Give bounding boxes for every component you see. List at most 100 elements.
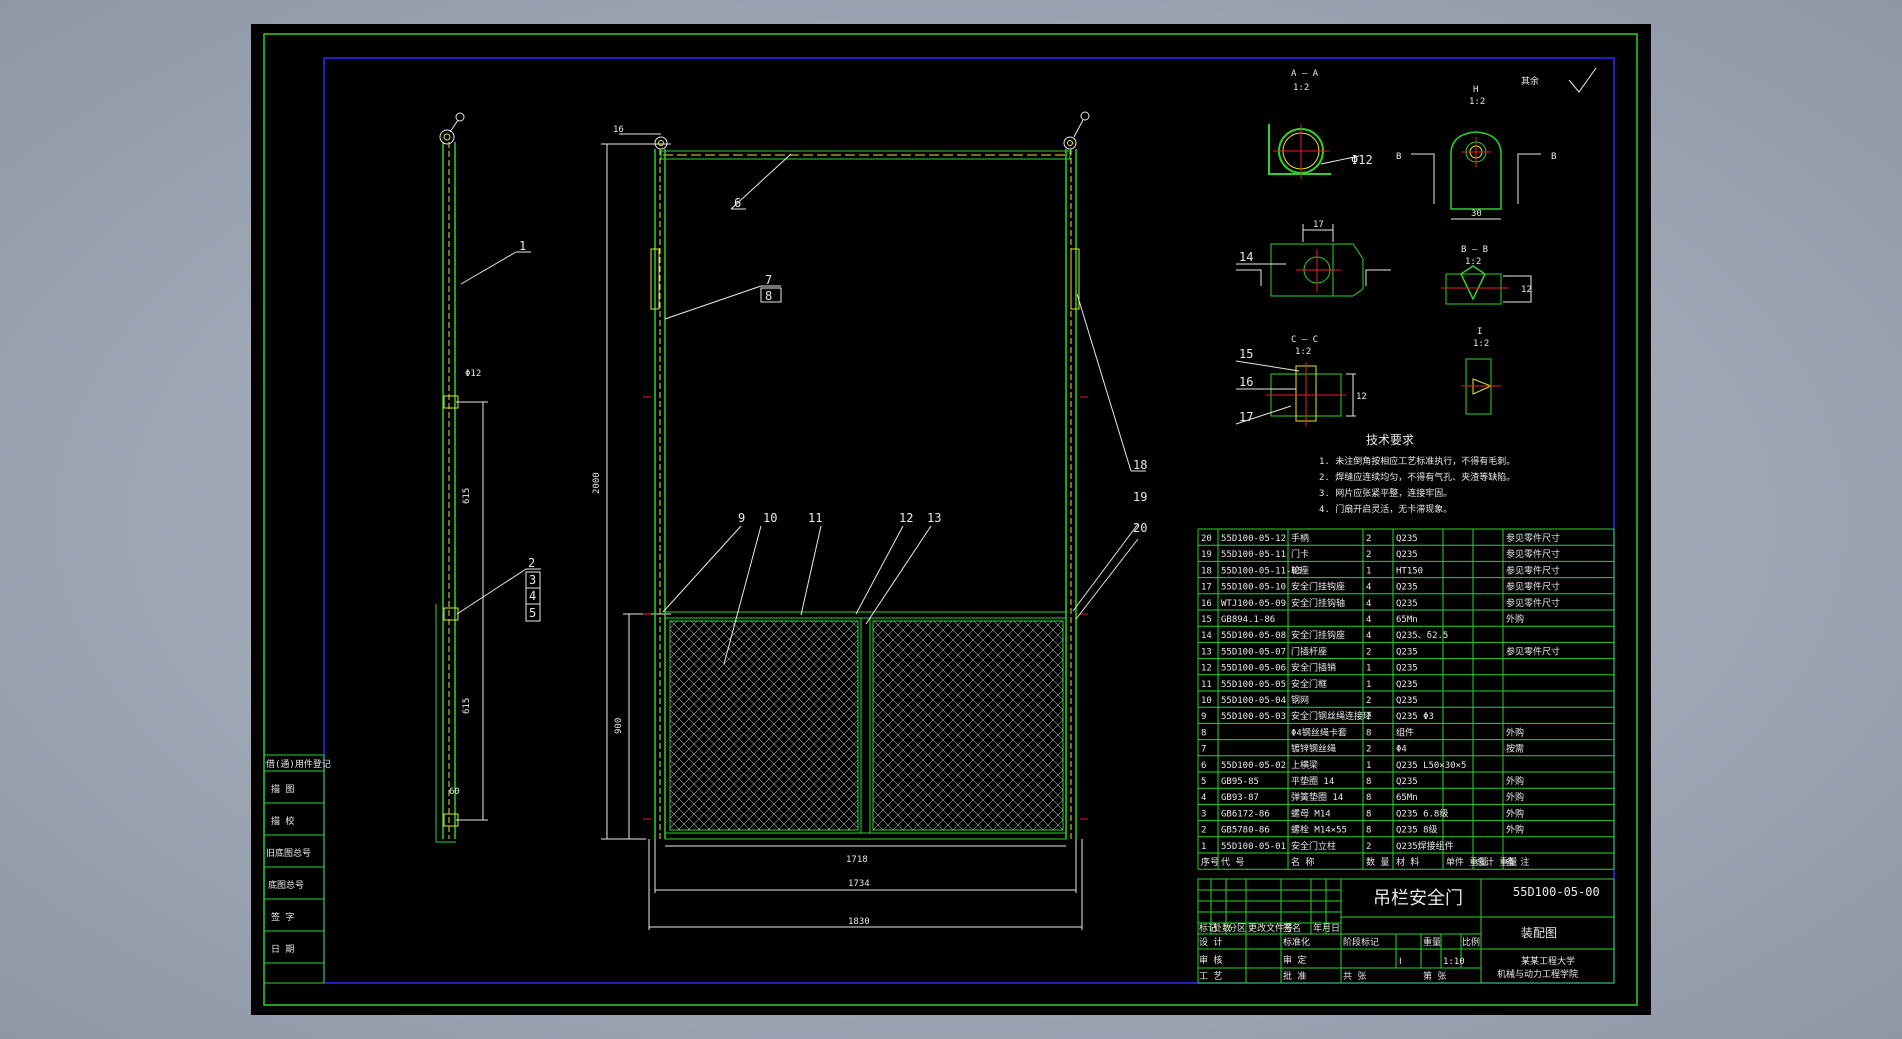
bom-cell: 外购 [1506, 613, 1524, 625]
bom-cell: 轮座 [1291, 564, 1309, 576]
mesh-line [872, 620, 1043, 791]
bom-header-cell: 名 称 [1291, 856, 1314, 868]
mesh-line [777, 749, 859, 831]
tech-requirements: 技术要求 1. 未注倒角按相应工艺标准执行，不得有毛刺。 2. 焊缝应连续均匀，… [1319, 433, 1515, 515]
bom-cell: 5 [1201, 777, 1206, 787]
mesh-line [669, 620, 758, 709]
cc-dim: 12 [1356, 392, 1367, 402]
bom-cell: 1 [1366, 680, 1371, 690]
bom-cell: GB95-85 [1221, 777, 1259, 787]
bom-header-cell: 数 量 [1366, 856, 1389, 868]
mesh-line [669, 620, 688, 639]
mesh-line [740, 620, 859, 739]
bom-cell: Q235 [1396, 696, 1418, 706]
bom-cell: GB894.1-86 [1221, 615, 1275, 625]
mesh-line [963, 620, 1064, 721]
callout-15: 15 [1239, 347, 1253, 361]
mesh-line [913, 620, 1064, 771]
bom-cell: Q235 [1396, 599, 1418, 609]
bom-cell: 安全门框 [1291, 678, 1327, 690]
mesh-line [872, 620, 953, 701]
bom-cell: 1 [1366, 664, 1371, 674]
bom-cell: 参见零件尺寸 [1506, 645, 1560, 657]
side-view: 615 615 60 Φ12 1 2 3 4 5 [435, 112, 541, 843]
tb-sign: 签名 [1283, 922, 1301, 934]
bom-cell: 手柄 [1291, 532, 1309, 544]
callout-19: 19 [1133, 490, 1147, 504]
label-b-scale: 1:2 [1465, 257, 1481, 267]
tb-change-doc: 更改文件号 [1248, 922, 1293, 934]
bom-cell: 6 [1201, 761, 1206, 771]
mesh-line [810, 620, 859, 669]
mesh-line [669, 620, 858, 809]
bom-cell: 参见零件尺寸 [1506, 564, 1560, 576]
bom-cell: HT150 [1396, 566, 1423, 576]
left-col-label-4: 底图总号 [268, 879, 304, 891]
drawing-title: 吊栏安全门 [1373, 888, 1463, 909]
mesh-line [797, 769, 859, 831]
mesh-line [840, 620, 859, 639]
bom-cell: 4 [1366, 631, 1371, 641]
mesh-line [872, 620, 963, 711]
bom-cell: 外购 [1506, 791, 1524, 803]
mesh-line [669, 620, 778, 729]
bom-cell: 镀锌钢丝绳 [1291, 743, 1336, 755]
mesh-line [747, 719, 859, 831]
mesh-line [669, 620, 718, 669]
left-col-label-3: 旧底图总号 [266, 847, 311, 859]
mesh-line [1033, 620, 1064, 651]
callout-4: 4 [529, 589, 536, 603]
bom-cell: 钢网 [1291, 694, 1309, 706]
bom-cell: 20 [1201, 534, 1212, 544]
mesh-line [710, 620, 859, 769]
mesh-line [669, 809, 691, 831]
bom-cell: 55D100-05-12 [1221, 534, 1286, 544]
mesh-line [800, 620, 859, 679]
bom-cell: 55D100-05-02 [1221, 761, 1286, 771]
label-c-scale: 1:2 [1295, 347, 1311, 357]
mesh-line [933, 620, 1064, 751]
bom-cell: Q235 [1396, 534, 1418, 544]
mesh-line [669, 620, 768, 719]
bom-header-cell: 序号 [1201, 856, 1219, 868]
mesh-line [669, 620, 828, 779]
dim-w3: 1830 [848, 917, 870, 927]
bom-cell: 安全门钢丝绳连接环 [1291, 710, 1372, 722]
mesh-line [883, 620, 1064, 801]
bom-cell: 12 [1201, 664, 1212, 674]
bom-cell: Q235 [1396, 550, 1418, 560]
bom-cell: WTJ100-05-09 [1221, 599, 1286, 609]
dim-total-height: 2000 [592, 472, 602, 494]
mesh-line [807, 779, 859, 831]
tb-stage-value: Ⅰ [1399, 957, 1402, 967]
tb-weight: 重量 [1423, 936, 1441, 948]
bom-cell: 安全门挂钩座 [1291, 629, 1345, 641]
bom-header-cell: 总计 重量 [1476, 856, 1517, 868]
company-name: 某某工程大学 [1521, 955, 1575, 967]
bom-cell: 门插杆座 [1291, 645, 1327, 657]
mesh-line [760, 620, 859, 719]
tb-std: 标准化 [1283, 936, 1310, 948]
bom-cell: 8 [1366, 826, 1371, 836]
bom-cell: Q235 [1396, 647, 1418, 657]
bom-cell: 外购 [1506, 824, 1524, 836]
callout-2: 2 [528, 556, 535, 570]
tb-mark: 标记 [1199, 922, 1217, 934]
mesh-line [903, 620, 1064, 781]
mesh-right [872, 620, 1064, 831]
dim-w2: 1734 [848, 879, 870, 889]
tb-zone: 分区 [1228, 923, 1246, 934]
label-c-c: C — C [1291, 335, 1318, 345]
tb-ratio: 比例 [1462, 936, 1480, 948]
mesh-line [872, 620, 1053, 801]
bom-cell: 17 [1201, 583, 1212, 593]
mesh-line [817, 789, 859, 831]
mesh-line [717, 689, 859, 831]
tb-process: 工 艺 [1199, 971, 1222, 982]
mesh-line [669, 649, 851, 831]
mesh-line [737, 709, 859, 831]
mesh-line [872, 620, 913, 661]
tb-design: 设 计 [1199, 936, 1222, 948]
bom-cell: 15 [1201, 615, 1212, 625]
bom-cell: 弹簧垫圈 14 [1291, 791, 1343, 803]
